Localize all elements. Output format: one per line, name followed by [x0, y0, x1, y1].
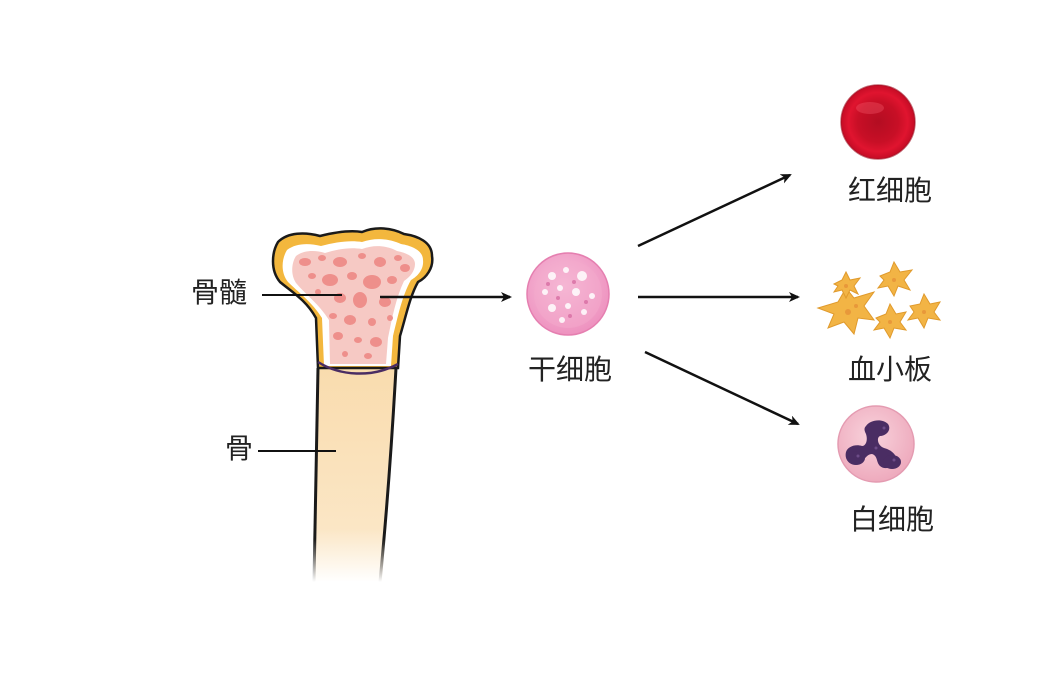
- marrow-spots: [299, 253, 410, 359]
- bone-shaft-right-edge: [378, 367, 398, 583]
- bone-marrow-region: [292, 246, 415, 364]
- label-bone: 骨: [225, 432, 254, 465]
- arrow-stem-to-white-blood-cell: [644, 350, 800, 426]
- label-red-blood-cell: 红细胞: [848, 174, 933, 207]
- growth-plate-line: [317, 360, 399, 375]
- bone-illustration: [271, 227, 434, 583]
- arrow-stem-to-red-blood-cell: [637, 173, 792, 248]
- label-bone-marrow: 骨髓: [191, 276, 248, 309]
- label-stem-cell: 干细胞: [528, 353, 613, 386]
- platelet-dots: [844, 278, 926, 324]
- red-blood-cell-illustration: [840, 84, 916, 160]
- stem-cell-illustration: [526, 252, 610, 336]
- label-white-blood-cell: 白细胞: [850, 503, 935, 536]
- white-blood-cell-illustration: [837, 405, 915, 483]
- platelet-illustration: [816, 260, 942, 340]
- bone-shaft-left-edge: [312, 367, 320, 583]
- label-platelet: 血小板: [848, 353, 933, 386]
- bone-shaft: [314, 368, 396, 582]
